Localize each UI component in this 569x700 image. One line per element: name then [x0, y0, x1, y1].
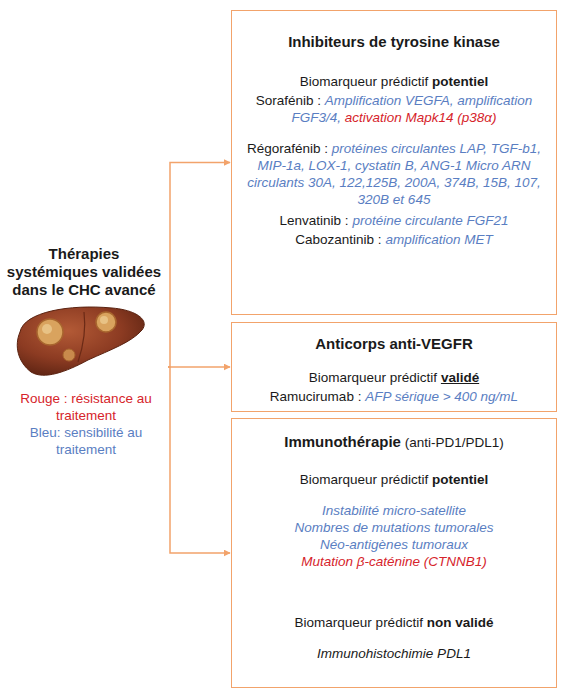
text-line: Lenvatinib :protéine circulante FGF21	[246, 212, 542, 229]
text-line: Biomarqueur prédictif validé	[246, 369, 542, 386]
text-line: Régorafénib :protéines circulantes LAP, …	[246, 140, 542, 208]
legend: Rouge : résistance au traitementBleu: se…	[8, 390, 164, 458]
legend-item: Rouge : résistance au traitement	[8, 390, 164, 424]
text-line: Biomarqueur prédictif potentiel	[246, 471, 542, 488]
text-line: Biomarqueur prédictif potentiel	[246, 73, 542, 90]
text-line: Instabilité micro-satellite	[246, 502, 542, 519]
node-text: AFP sérique > 400 ng/mL	[365, 389, 518, 404]
node-text: validé	[441, 370, 479, 385]
node-text: Nombres de mutations tumorales	[295, 520, 494, 535]
node-text: activation Mapk14 (p38α)	[345, 110, 497, 125]
node-text: Biomarqueur prédictif	[295, 615, 423, 630]
node-text: amplification MET	[385, 232, 492, 247]
liver-shape	[17, 307, 144, 375]
text-line: Néo-antigènes tumoraux	[246, 536, 542, 553]
node-text: Mutation β-caténine (CTNNB1)	[301, 554, 487, 569]
tumor-nodule	[96, 312, 116, 332]
connector-arrow	[168, 366, 230, 368]
node-text: Néo-antigènes tumoraux	[320, 537, 468, 552]
node-text: Inhibiteurs de tyrosine kinase	[288, 33, 500, 50]
node-text: Thérapies systémiques validées dans le C…	[7, 245, 161, 298]
tumor-nodule	[63, 349, 75, 361]
text-line: Biomarqueur prédictif non validé	[246, 614, 542, 631]
node-text: potentiel	[432, 472, 488, 487]
node-text: Instabilité micro-satellite	[322, 503, 466, 518]
tumor-nodule	[37, 319, 63, 345]
text-line: Anticorps anti-VEGFR	[246, 335, 542, 353]
legend-text: Rouge : résistance au traitement	[20, 391, 151, 423]
legend-color: Bleu: sensibilité au traitement	[30, 425, 143, 457]
central-topic: Thérapies systémiques validées dans le C…	[0, 245, 168, 380]
text-line: Cabozantinib : amplification MET	[246, 231, 542, 248]
text-line: Ramucirumab :AFP sérique > 400 ng/mL	[246, 388, 542, 405]
text-line: Mutation β-caténine (CTNNB1)	[246, 553, 542, 570]
legend-color: Rouge : résistance au traitement	[20, 391, 151, 423]
node-text: Cabozantinib :	[295, 232, 381, 247]
liver-illustration	[14, 300, 154, 382]
node-text: Sorafénib :	[256, 93, 321, 108]
therapy-box: Anticorps anti-VEGFR Biomarqueur prédicti…	[231, 322, 557, 412]
text-line: Immunohistochimie PDL1	[246, 645, 542, 662]
text-line: Immunothérapie (anti-PD1/PDL1)	[246, 433, 542, 451]
text-line: Thérapies systémiques validées dans le C…	[4, 245, 164, 299]
connector-arrow	[168, 367, 230, 553]
liver-fissure	[78, 312, 85, 362]
connector-arrow	[168, 163, 230, 368]
therapy-box: Immunothérapie (anti-PD1/PDL1) Biomarqueur…	[231, 418, 557, 688]
node-text: protéine circulante FGF21	[352, 213, 508, 228]
text-line: Sorafénib :Amplification VEGFA, amplific…	[246, 92, 542, 126]
node-text: (anti-PD1/PDL1)	[405, 435, 504, 450]
node-text: Immunothérapie	[284, 433, 401, 450]
tumor-highlight	[100, 316, 108, 324]
legend-item: Bleu: sensibilité au traitement	[8, 424, 164, 458]
node-text: Biomarqueur prédictif	[300, 472, 428, 487]
node-text: Ramucirumab :	[270, 389, 362, 404]
node-text: non validé	[427, 615, 494, 630]
node-text: Anticorps anti-VEGFR	[315, 335, 473, 352]
therapy-box: Inhibiteurs de tyrosine kinaseBiomarqueu…	[231, 10, 557, 315]
text-line: Inhibiteurs de tyrosine kinase	[246, 33, 542, 51]
text-line: Nombres de mutations tumorales	[246, 519, 542, 536]
node-text: Régorafénib :	[247, 141, 328, 156]
node-text: Biomarqueur prédictif	[300, 74, 428, 89]
node-text: Lenvatinib :	[280, 213, 349, 228]
node-text: Biomarqueur prédictif	[309, 370, 437, 385]
node-text: potentiel	[432, 74, 488, 89]
node-text: Immunohistochimie PDL1	[317, 646, 471, 661]
legend-text: Bleu: sensibilité au traitement	[30, 425, 143, 457]
tumor-highlight	[42, 324, 52, 334]
